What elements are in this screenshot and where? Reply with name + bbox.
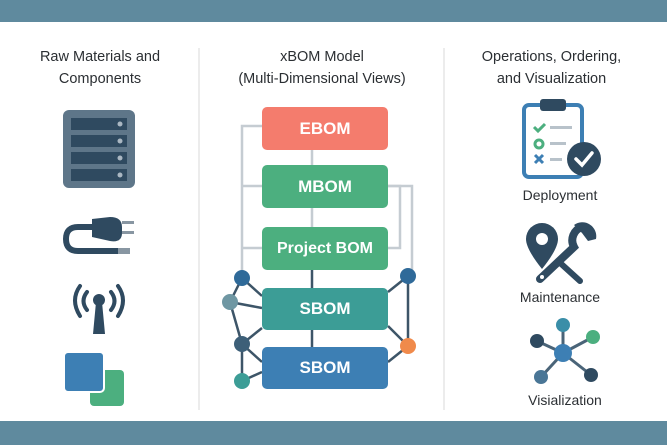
bom-box-mbom: MBOM (262, 165, 388, 208)
title-line: Raw Materials and (39, 49, 161, 65)
network-node (400, 338, 416, 354)
maintenance-label: Maintenance (519, 289, 601, 305)
title-line: Operations, Ordering, (481, 49, 622, 65)
bom-box-label: SBOM (299, 358, 351, 377)
bottom-banner (0, 421, 667, 445)
bom-box-label: Project BOM (276, 239, 373, 257)
clipboard-checklist-icon (522, 99, 601, 179)
server-rack-icon (63, 110, 135, 188)
bom-box-label: SBOM (299, 299, 351, 318)
bom-box-label: MBOM (298, 176, 352, 196)
network-node (234, 270, 250, 286)
wireless-antenna-icon (73, 284, 125, 334)
bom-box-label: EBOM (299, 118, 351, 138)
network-node (234, 336, 250, 352)
bom-box-ebom: EBOM (262, 107, 388, 150)
column-divider-right (443, 48, 445, 410)
column-divider-left (198, 48, 200, 410)
location-pin-wrench-icon (526, 222, 597, 284)
network-node (222, 294, 238, 310)
top-banner (0, 0, 667, 22)
bom-box-sbom-2: SBOM (262, 347, 388, 389)
bom-box-sbom-1: SBOM (262, 288, 388, 330)
bom-box-project-bom: Project BOM (262, 227, 388, 270)
deployment-label: Deployment (522, 187, 598, 203)
network-node (234, 373, 250, 389)
xbom-connector-lines (222, 124, 416, 389)
title-line: xBOM Model (280, 49, 364, 65)
column-title-operations: Operations, Ordering, and Visualization (440, 46, 663, 90)
title-line: Components (58, 71, 142, 87)
network-node (400, 268, 416, 284)
stacked-squares-icon (63, 351, 124, 406)
network-graph-icon (530, 318, 600, 384)
title-line: (Multi-Dimensional Views) (238, 71, 406, 87)
column-title-xbom-model: xBOM Model (Multi-Dimensional Views) (200, 46, 444, 90)
power-plug-cable-icon (62, 217, 134, 254)
visualization-label: Visialization (528, 392, 602, 408)
column-title-raw-materials: Raw Materials and Components (0, 46, 200, 90)
title-line: and Visualization (496, 71, 607, 87)
